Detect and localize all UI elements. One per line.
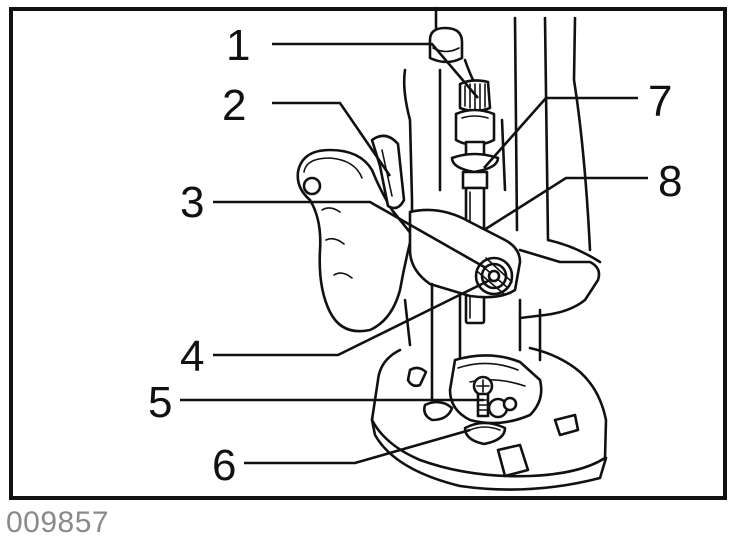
callout-8: 8: [658, 157, 682, 206]
callout-7: 7: [648, 77, 672, 126]
figure-code: 009857: [6, 506, 109, 540]
callout-6: 6: [212, 441, 236, 490]
callout-1: 1: [226, 21, 250, 70]
callout-3: 3: [180, 178, 204, 227]
callout-2: 2: [222, 81, 246, 130]
leader-7: [484, 98, 638, 168]
callout-5: 5: [148, 378, 172, 427]
leader-6: [244, 430, 470, 463]
callout-4: 4: [180, 332, 204, 381]
leader-8: [484, 178, 648, 230]
